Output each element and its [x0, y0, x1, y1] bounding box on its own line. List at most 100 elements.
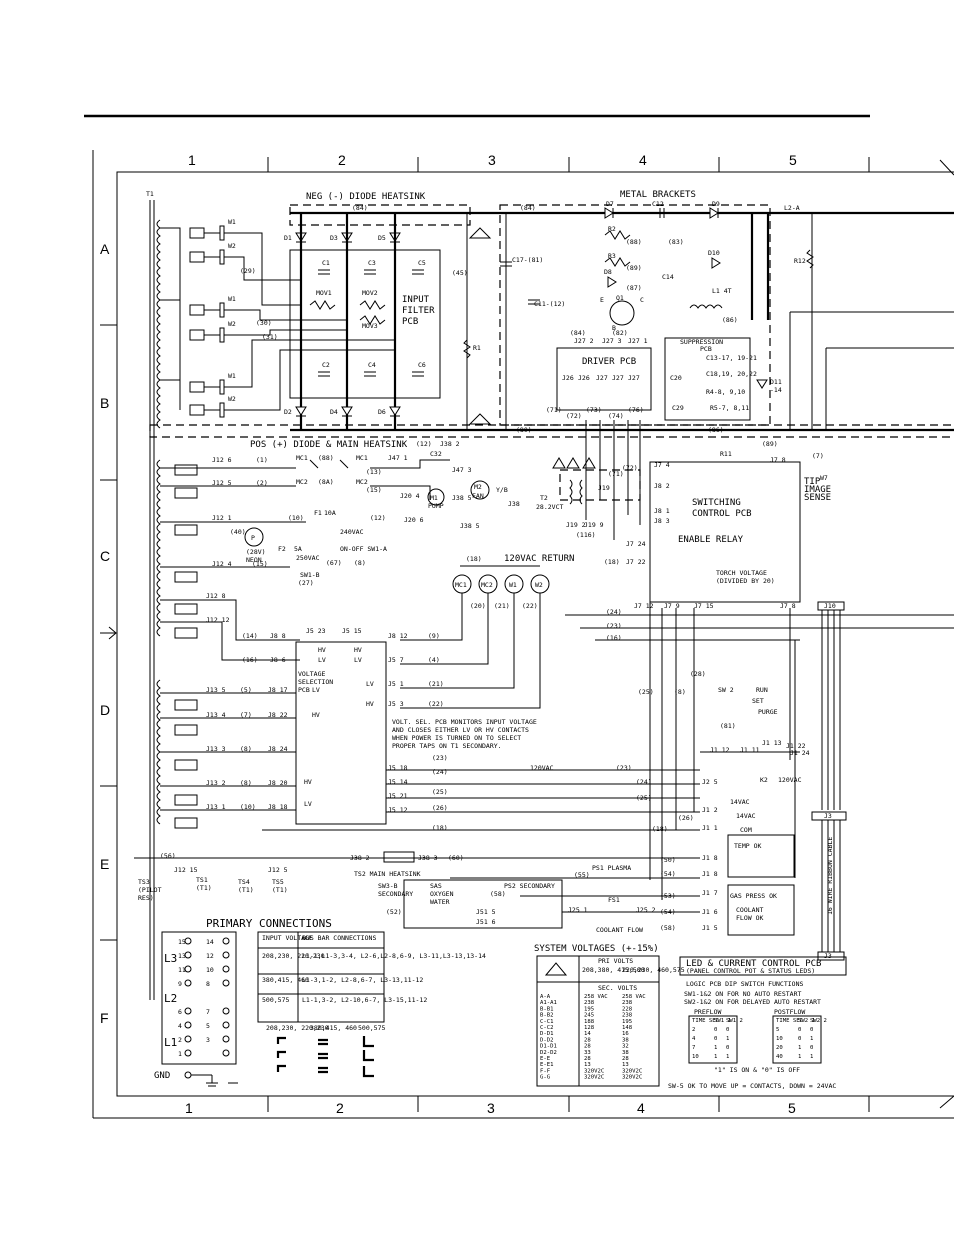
svg-text:TS1: TS1 — [196, 876, 208, 884]
svg-text:PCB: PCB — [298, 686, 310, 694]
dc-bus: (84) (84) R1 (45) C17-(81) C11-(12) META… — [352, 190, 954, 430]
volt-sel-note: VOLT. SEL. PCB MONITORS INPUT VOLTAGE AN… — [392, 718, 537, 750]
svg-text:(10): (10) — [240, 803, 256, 811]
system-voltage-cell: 228 — [622, 1006, 633, 1012]
svg-text:(82): (82) — [612, 329, 628, 337]
suppression-pcb: SUPPRESSION PCB C13-17, 19-21 C18,19, 20… — [664, 337, 757, 434]
svg-text:(18): (18) — [652, 825, 668, 833]
svg-text:C18,19, 20,22: C18,19, 20,22 — [706, 370, 757, 378]
svg-text:120VAC RETURN: 120VAC RETURN — [504, 554, 574, 564]
svg-text:BUS BAR CONNECTIONS: BUS BAR CONNECTIONS — [302, 934, 376, 942]
svg-text:J7 15: J7 15 — [694, 602, 714, 610]
svg-text:J13 5: J13 5 — [206, 686, 226, 694]
system-voltage-cell: 38 — [622, 1050, 629, 1056]
svg-text:240VAC: 240VAC — [340, 528, 364, 536]
svg-text:DRIVER PCB: DRIVER PCB — [582, 357, 636, 367]
svg-text:MC1: MC1 — [296, 454, 308, 462]
svg-text:1: 1 — [178, 1050, 182, 1058]
svg-text:TS2 MAIN HEATSINK: TS2 MAIN HEATSINK — [354, 870, 421, 878]
svg-text:(52): (52) — [386, 908, 402, 916]
svg-text:(86): (86) — [722, 316, 738, 324]
svg-text:T1: T1 — [146, 190, 154, 198]
tap-markers — [174, 227, 205, 829]
svg-text:(15): (15) — [252, 560, 268, 568]
svg-text:J8 17: J8 17 — [268, 686, 288, 694]
svg-text:J13 4: J13 4 — [206, 711, 226, 719]
svg-text:(28V): (28V) — [246, 548, 266, 556]
dip-table-cell: 10 — [776, 1036, 783, 1042]
svg-text:MOV3: MOV3 — [362, 322, 378, 330]
svg-text:J8 20: J8 20 — [268, 779, 288, 787]
dip-table-cell: SW1 2 — [726, 1018, 743, 1024]
svg-text:(T1): (T1) — [238, 886, 254, 894]
svg-text:J5 21: J5 21 — [388, 792, 408, 800]
dip-table-cell: 0 — [726, 1045, 729, 1051]
svg-text:(22): (22) — [428, 700, 444, 708]
svg-text:C32: C32 — [430, 450, 442, 458]
dip-table-cell: 0 — [714, 1036, 717, 1042]
svg-text:PURGE: PURGE — [758, 708, 778, 716]
zone-col-1: 1 — [188, 152, 196, 168]
system-voltage-cell: 128 — [584, 1025, 595, 1031]
svg-text:(7): (7) — [240, 711, 252, 719]
svg-text:J8 22: J8 22 — [268, 711, 288, 719]
system-voltage-cell: 320V2C — [584, 1075, 604, 1081]
system-voltage-cell: 32 — [622, 1044, 629, 1050]
zone-col-1-b: 1 — [185, 1100, 193, 1116]
svg-text:R5-7, 8,11: R5-7, 8,11 — [710, 404, 749, 412]
svg-text:MC2: MC2 — [356, 478, 368, 486]
svg-text:J13 1: J13 1 — [206, 803, 226, 811]
svg-text:C13-17, 19-21: C13-17, 19-21 — [706, 354, 757, 362]
svg-text:(9): (9) — [428, 632, 440, 640]
svg-text:D2: D2 — [284, 408, 292, 416]
svg-text:J1 24: J1 24 — [790, 749, 810, 757]
svg-text:W1: W1 — [228, 295, 236, 303]
svg-text:J5 14: J5 14 — [388, 778, 408, 786]
svg-text:SW1-1&2 ON FOR NO AUTO RESTART: SW1-1&2 ON FOR NO AUTO RESTART — [684, 990, 801, 998]
svg-text:(55): (55) — [574, 871, 590, 879]
svg-text:"1" IS ON & "0" IS OFF: "1" IS ON & "0" IS OFF — [714, 1066, 800, 1074]
svg-text:W2: W2 — [228, 320, 236, 328]
svg-text:220,230, 460,575: 220,230, 460,575 — [622, 966, 685, 974]
svg-text:(8A): (8A) — [318, 478, 334, 486]
svg-text:(18): (18) — [604, 558, 620, 566]
dip-table-cell: 40 — [776, 1054, 783, 1060]
svg-text:(16): (16) — [606, 634, 622, 642]
svg-text:J1 12: J1 12 — [710, 746, 730, 754]
system-voltages: SYSTEM VOLTAGES (+-15%) PRI VOLTS 208,38… — [534, 944, 685, 1087]
zone-col-3: 3 — [488, 152, 496, 168]
svg-text:J1 6: J1 6 — [702, 908, 718, 916]
svg-text:(8): (8) — [240, 745, 252, 753]
svg-text:METAL BRACKETS: METAL BRACKETS — [620, 190, 696, 200]
system-voltage-cell: 38 — [622, 1037, 629, 1043]
svg-text:PRIMARY CONNECTIONS: PRIMARY CONNECTIONS — [206, 917, 332, 930]
svg-text:R2: R2 — [608, 225, 616, 233]
svg-text:J26: J26 — [578, 374, 590, 382]
zone-columns-top: 1 2 3 4 5 — [188, 152, 797, 168]
svg-text:J1 11: J1 11 — [740, 746, 760, 754]
svg-text:L3: L3 — [164, 952, 177, 965]
system-voltage-cell: 238 — [622, 1000, 633, 1006]
svg-text:(81): (81) — [720, 722, 736, 730]
dip-table-cell: TIME SEC — [692, 1018, 719, 1024]
svg-text:W7: W7 — [820, 474, 828, 482]
svg-text:POS (+) DIODE & MAIN HEATSINK: POS (+) DIODE & MAIN HEATSINK — [250, 440, 408, 450]
svg-text:(58): (58) — [660, 924, 676, 932]
svg-text:J25 1: J25 1 — [568, 906, 588, 914]
svg-text:TS3: TS3 — [138, 878, 150, 886]
svg-text:HV: HV — [304, 778, 312, 786]
svg-text:J12 12: J12 12 — [206, 616, 230, 624]
svg-text:(89): (89) — [626, 264, 642, 272]
svg-text:J3: J3 — [824, 812, 832, 820]
svg-text:D1: D1 — [284, 234, 292, 242]
svg-text:R11: R11 — [720, 450, 732, 458]
svg-text:J27: J27 — [612, 374, 624, 382]
svg-text:MC2: MC2 — [296, 478, 308, 486]
svg-text:D5: D5 — [378, 234, 386, 242]
svg-text:RES): RES) — [138, 894, 154, 902]
svg-text:J7 12: J7 12 — [634, 602, 654, 610]
svg-text:PS2 SECONDARY: PS2 SECONDARY — [504, 882, 555, 890]
svg-text:MOV2: MOV2 — [362, 289, 378, 297]
svg-text:J8 24: J8 24 — [268, 745, 288, 753]
